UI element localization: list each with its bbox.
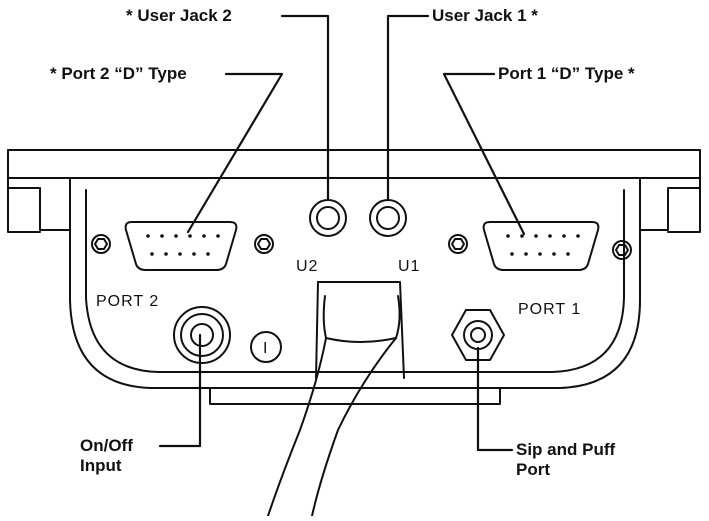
- callout-port-2-d-type: * Port 2 “D” Type: [50, 64, 187, 83]
- callout-sip-puff-port: Sip and Puff Port: [516, 440, 615, 480]
- label-u2: U2: [296, 258, 318, 275]
- callout-on-off-line-2: Input: [80, 456, 122, 475]
- callout-port-1-d-type: Port 1 “D” Type *: [498, 64, 635, 83]
- user-jack-1: [369, 199, 407, 237]
- cable: [267, 281, 405, 517]
- label-u1: U1: [398, 258, 420, 275]
- label-port-1: PORT 1: [518, 301, 581, 318]
- callout-sip-puff-line-1: Sip and Puff: [516, 440, 616, 459]
- on-off-input-jack: [173, 306, 231, 364]
- callout-on-off-input: On/Off Input: [80, 436, 133, 476]
- port-2-d-connector: [91, 221, 274, 271]
- callout-leaders: [158, 14, 526, 452]
- label-port-2: PORT 2: [96, 293, 159, 310]
- user-jack-2: [309, 199, 347, 237]
- power-symbol: [250, 331, 282, 363]
- housing: [7, 149, 701, 405]
- power-symbol-mark: I: [263, 340, 268, 357]
- callout-sip-puff-line-2: Port: [516, 460, 550, 479]
- port-1-d-connector: [448, 221, 632, 271]
- callout-user-jack-1: User Jack 1 *: [432, 6, 538, 25]
- callout-on-off-line-1: On/Off: [80, 436, 133, 455]
- callout-user-jack-2: * User Jack 2: [126, 6, 232, 25]
